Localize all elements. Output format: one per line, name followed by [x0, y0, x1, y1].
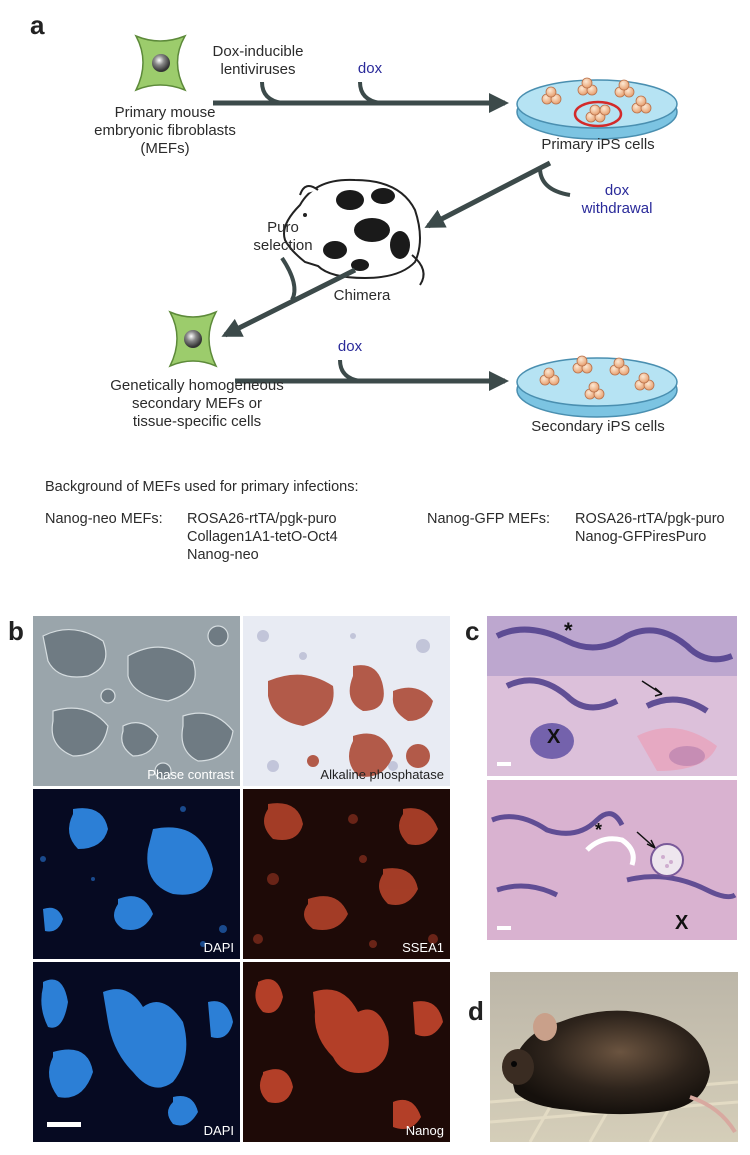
histology-star-2: *	[595, 820, 603, 840]
secondary-ips-label: Secondary iPS cells	[531, 418, 665, 435]
nanog-caption: Nanog	[405, 1123, 444, 1138]
histology-star-1: *	[564, 618, 573, 643]
nanog-image: Nanog	[243, 962, 450, 1142]
ssea1-caption: SSEA1	[402, 940, 444, 955]
primary-ips-label: Primary iPS cells	[541, 136, 655, 153]
arrow-to-secondary-mefs	[221, 256, 357, 338]
dox-label-1: dox	[357, 60, 383, 77]
nanog-gfp-title: Nanog-GFP MEFs:	[427, 511, 551, 527]
teratoma-histology-image-1: * X	[487, 616, 737, 776]
dox-label-2: dox	[337, 338, 363, 355]
secondary-ips-dish-icon	[516, 355, 678, 418]
panel-a-letter: a	[30, 10, 45, 40]
panel-d-letter: d	[468, 996, 484, 1026]
alkaline-phosphatase-caption: Alkaline phosphatase	[320, 767, 444, 782]
phase-contrast-image: Phase contrast	[33, 616, 240, 786]
bottom-arrow	[235, 359, 509, 391]
chimera-label: Chimera	[333, 287, 391, 304]
reprogramming-diagram	[134, 34, 678, 418]
chimera-mouse-photo	[490, 972, 738, 1142]
dapi-caption-1: DAPI	[203, 940, 234, 955]
dapi-image-1: DAPI	[33, 789, 240, 959]
secondary-mef-cell-icon	[168, 310, 218, 368]
ssea1-image: SSEA1	[243, 789, 450, 959]
chimera-mouse-icon	[283, 178, 425, 286]
dapi-caption-2: DAPI	[203, 1123, 234, 1138]
alkaline-phosphatase-image: Alkaline phosphatase	[243, 616, 450, 786]
teratoma-histology-image-2: * X	[487, 780, 737, 940]
phase-contrast-caption: Phase contrast	[147, 767, 234, 782]
dapi-image-2: DAPI	[33, 962, 240, 1142]
panel-b-letter: b	[8, 616, 24, 646]
histology-x-1: X	[547, 726, 561, 748]
panel-c-letter: c	[465, 616, 480, 646]
primary-mef-cell-icon	[134, 34, 187, 92]
background-heading: Background of MEFs used for primary infe…	[45, 479, 359, 495]
histology-x-2: X	[675, 912, 689, 934]
nanog-neo-title: Nanog-neo MEFs:	[45, 511, 163, 527]
primary-ips-dish-icon	[516, 77, 678, 140]
arrow-to-chimera	[424, 160, 571, 229]
top-arrow	[213, 81, 509, 113]
